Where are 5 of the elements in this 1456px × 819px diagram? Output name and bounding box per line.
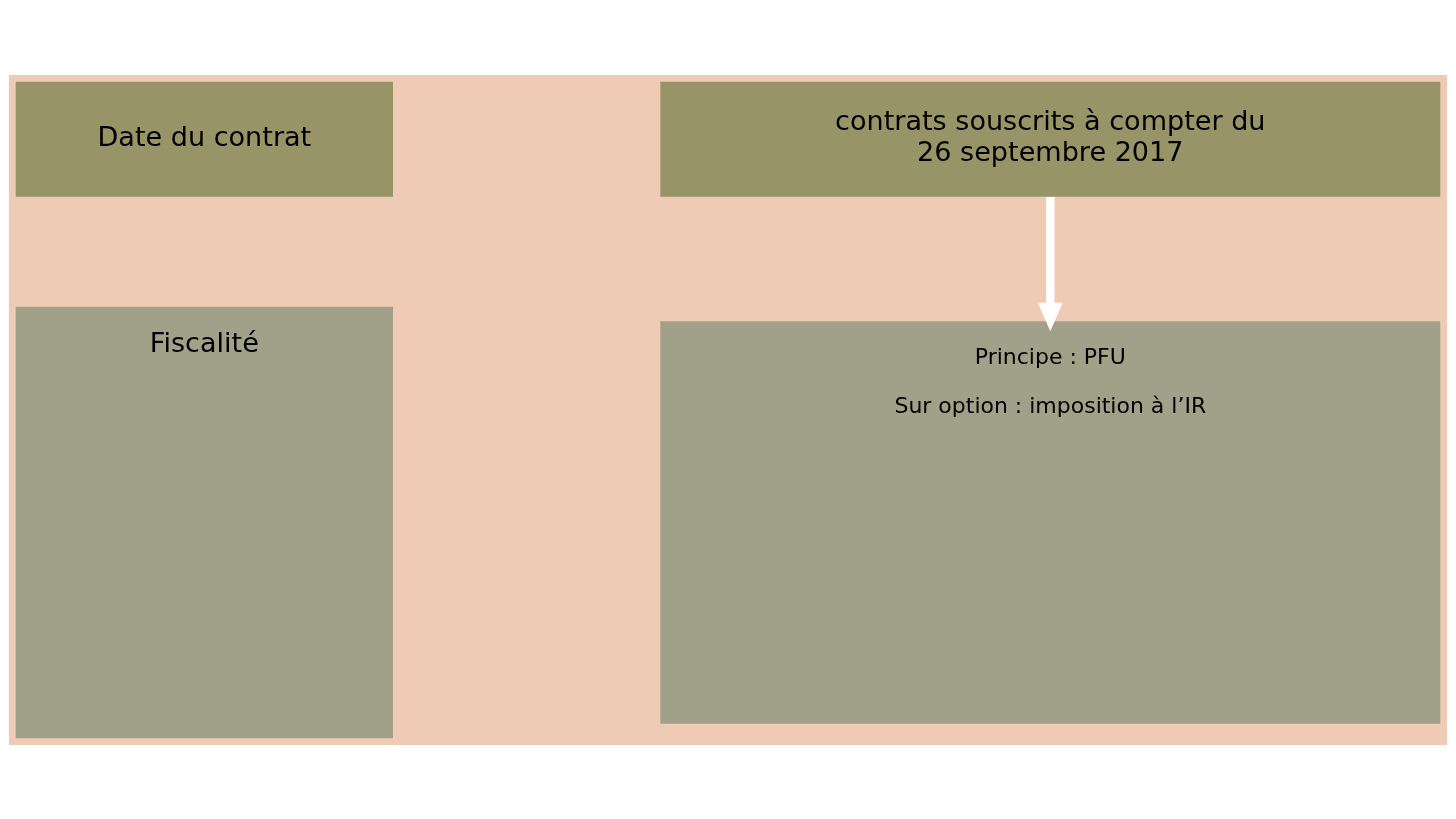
node-box: Date du contrat <box>15 81 393 197</box>
node-box: contrats souscrits à compter du 26 septembre 2017 <box>660 81 1441 197</box>
node-box: Fiscalité <box>15 306 393 738</box>
arrow <box>1037 196 1063 331</box>
node-box: Principe : PFU Sur option : imposition à l’IR <box>660 320 1441 724</box>
